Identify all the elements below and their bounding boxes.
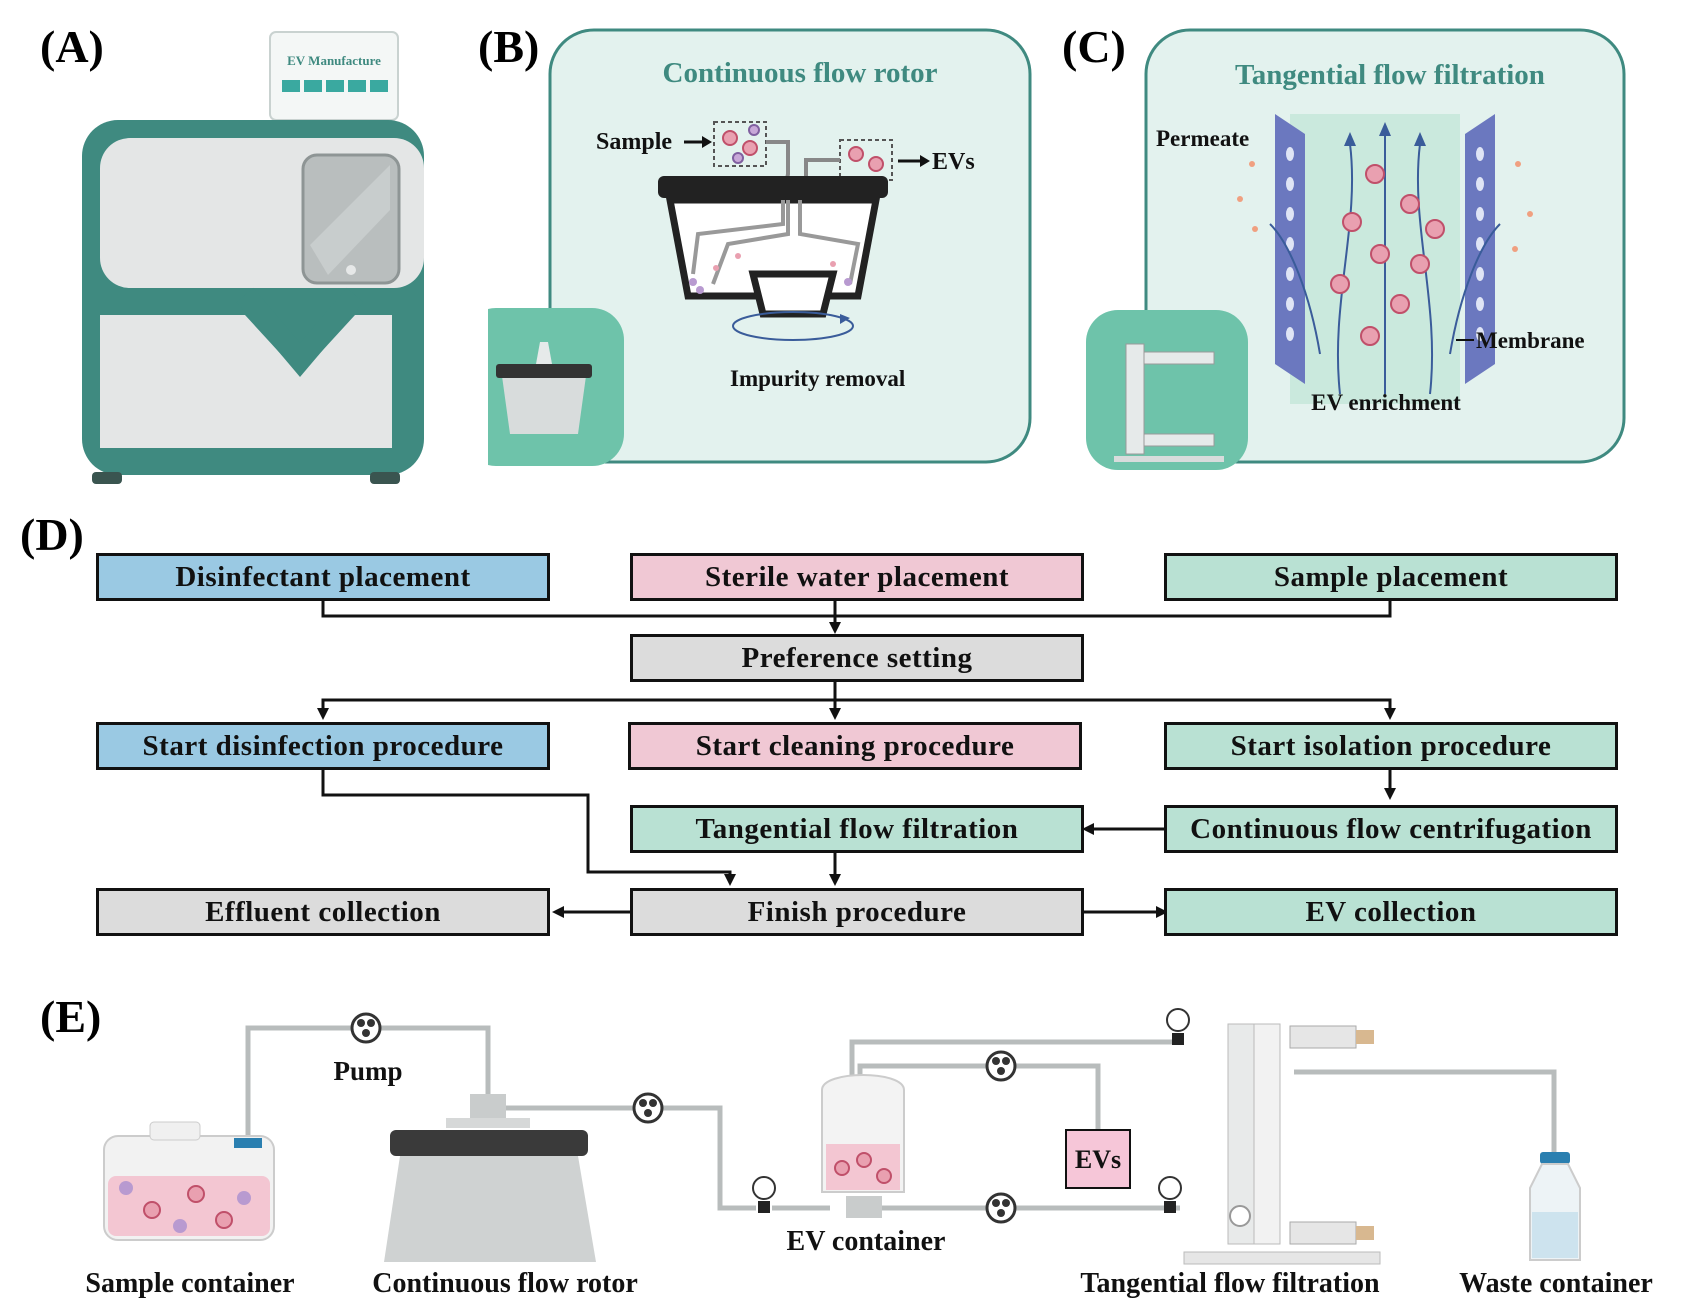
panel-label-e: (E) — [40, 991, 102, 1042]
machine-screen-label: EV Manufacture — [287, 53, 381, 68]
waste-container-label: Waste container — [1459, 1268, 1653, 1299]
pump-icon — [985, 1050, 1017, 1082]
panel-label-c: (C) — [1062, 21, 1126, 72]
panel-b-evs-label: EVs — [932, 149, 975, 175]
flow-box-start-cleaning: Start cleaning procedure — [628, 722, 1082, 770]
panel-c-caption: EV enrichment — [1311, 390, 1461, 415]
flow-box-preference-setting: Preference setting — [630, 634, 1084, 682]
panel-c-membrane-label: Membrane — [1476, 328, 1585, 353]
flow-box-start-disinfection: Start disinfection procedure — [96, 722, 550, 770]
flow-box-finish-procedure: Finish procedure — [630, 888, 1084, 936]
pressure-gauge-icon — [752, 1176, 776, 1213]
panel-b-sample-label: Sample — [596, 129, 672, 155]
flow-box-start-isolation: Start isolation procedure — [1164, 722, 1618, 770]
panel-label-a: (A) — [40, 21, 104, 72]
pump-icon — [350, 1012, 382, 1044]
flow-box-sterile-water-placement: Sterile water placement — [630, 553, 1084, 601]
flow-box-ev-collection: EV collection — [1164, 888, 1618, 936]
panel-b-caption: Impurity removal — [730, 366, 905, 391]
rotor-label: Continuous flow rotor — [372, 1268, 638, 1299]
ev-container-label: EV container — [787, 1226, 946, 1257]
pump-icon — [632, 1092, 664, 1124]
flow-box-disinfectant-placement: Disinfectant placement — [96, 553, 550, 601]
panel-b-rotor-diagram: Continuous flow rotor Sample EVs Impurit… — [488, 28, 1032, 466]
pressure-gauge-icon — [1158, 1176, 1182, 1213]
panel-e-system-schematic: Pump Sample container Continuous flow ro… — [85, 1008, 1653, 1299]
pump-icon — [985, 1192, 1017, 1224]
pressure-gauge-icon — [1166, 1008, 1190, 1045]
panel-b-title: Continuous flow rotor — [663, 57, 938, 89]
pump-label: Pump — [333, 1056, 402, 1086]
panel-c-permeate-label: Permeate — [1156, 126, 1249, 151]
flow-box-tangential-flow-filtration: Tangential flow filtration — [630, 805, 1084, 853]
flow-box-sample-placement: Sample placement — [1164, 553, 1618, 601]
flow-box-effluent-collection: Effluent collection — [96, 888, 550, 936]
sample-container-label: Sample container — [85, 1268, 294, 1299]
panel-label-d: (D) — [20, 509, 84, 560]
evs-box-label: EVs — [1075, 1145, 1121, 1174]
ev-machine-illustration: EV Manufacture — [82, 31, 424, 484]
panel-label-b: (B) — [478, 21, 540, 72]
tff-label: Tangential flow filtration — [1080, 1268, 1380, 1299]
flow-box-continuous-flow-centrifugation: Continuous flow centrifugation — [1164, 805, 1618, 853]
panel-c-tff-diagram: Tangential flow filtration Permeate — [1086, 28, 1626, 470]
panel-c-title: Tangential flow filtration — [1235, 59, 1545, 91]
